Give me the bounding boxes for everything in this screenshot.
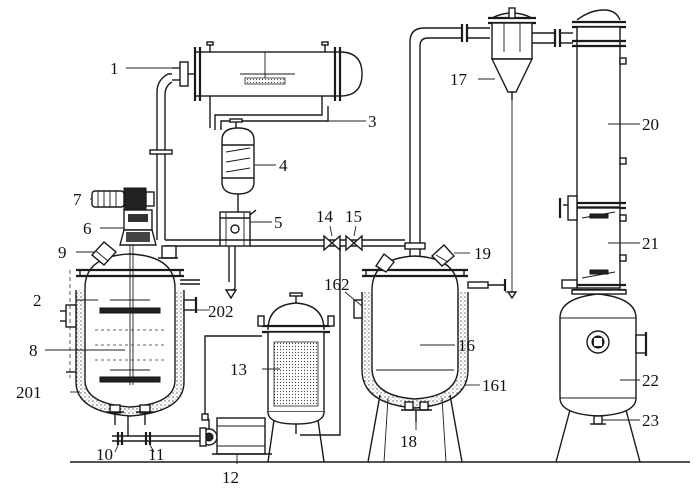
label-14: 14: [316, 207, 334, 226]
label-15: 15: [345, 207, 362, 226]
leader-lines: [45, 67, 640, 464]
label-22: 22: [642, 371, 659, 390]
label-16: 16: [458, 336, 475, 355]
main-horizontal-pipe: [165, 239, 405, 247]
label-13: 13: [230, 360, 247, 379]
filter-13: [257, 292, 335, 463]
label-11: 11: [148, 445, 164, 464]
label-7: 7: [73, 190, 82, 209]
valve-assembly-5: [219, 209, 257, 247]
label-2: 2: [33, 291, 42, 310]
label-3: 3: [368, 112, 377, 131]
valve-15: [345, 234, 363, 252]
label-161: 161: [482, 376, 508, 395]
receiver-4: [221, 118, 255, 212]
label-6: 6: [83, 219, 92, 238]
label-5: 5: [274, 213, 283, 232]
cyclone-17: [488, 7, 573, 300]
kettle-2: [60, 241, 198, 428]
label-1: 1: [110, 59, 119, 78]
tank-22: [555, 289, 648, 463]
label-17: 17: [450, 70, 468, 89]
pipe-202: [180, 246, 238, 300]
label-23: 23: [642, 411, 659, 430]
pipe-15-down: [300, 246, 341, 436]
vapor-pipe-2-1: [149, 73, 173, 240]
label-20: 20: [642, 115, 659, 134]
label-8: 8: [29, 341, 38, 360]
label-12: 12: [222, 468, 239, 487]
label-21: 21: [642, 234, 659, 253]
valves-10-11: [112, 428, 200, 445]
label-9: 9: [58, 243, 67, 262]
motor-7: [91, 187, 155, 211]
condenser-1: [172, 41, 363, 108]
column-20-21: [558, 9, 627, 292]
reducer-6: [119, 209, 157, 246]
valve-14: [323, 234, 341, 252]
label-10: 10: [96, 445, 113, 464]
label-162: 162: [324, 275, 350, 294]
part-labels: 1 2 3 4 5 6 7 8 9 10 11 12 13 14 15 16 1…: [16, 59, 659, 487]
label-201: 201: [16, 383, 42, 402]
label-202: 202: [208, 302, 234, 321]
label-4: 4: [279, 156, 288, 175]
kettle-16: [353, 242, 507, 463]
pump-12: [199, 335, 272, 455]
label-18: 18: [400, 432, 417, 451]
vapor-pipe-16-17: [409, 24, 490, 243]
label-19: 19: [474, 244, 491, 263]
pipe-3: [209, 106, 329, 130]
